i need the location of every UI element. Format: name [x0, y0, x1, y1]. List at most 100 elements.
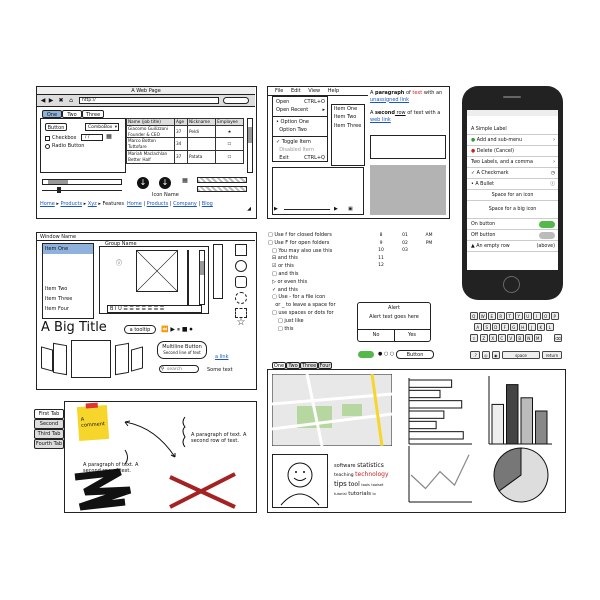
vertical-scrollbar[interactable] [247, 118, 253, 173]
list-item[interactable]: Item Three [45, 296, 73, 302]
generic-button[interactable]: Button [45, 123, 67, 131]
tree-item[interactable]: ✓ and this [272, 286, 298, 293]
list-item[interactable]: Item One [43, 244, 93, 254]
tab-three[interactable]: Three [300, 362, 318, 369]
generic-button[interactable]: Button [396, 350, 434, 359]
menu-item-option-two[interactable]: Option Two [273, 126, 327, 134]
tree-item[interactable]: □ You may also use this [272, 247, 333, 254]
breadcrumb-item[interactable]: Xyz [87, 201, 97, 207]
key-space[interactable]: space [502, 351, 540, 359]
tree-item[interactable]: □ Use F for open folders [268, 239, 330, 246]
key-y[interactable]: Y [515, 312, 523, 320]
toggle-on[interactable] [539, 221, 555, 228]
list-item[interactable]: ● Delete (Cancel) [467, 146, 558, 157]
down-arrow-circle-icon[interactable]: ↓ [159, 177, 171, 189]
multiline-button[interactable]: Multiline Button Second line of text [157, 341, 207, 359]
table-header[interactable]: Nickname [187, 118, 217, 126]
key-o[interactable]: O [542, 312, 550, 320]
fullscreen-icon[interactable]: ▣ [348, 206, 353, 212]
list-item[interactable]: A Simple Label [467, 124, 558, 135]
tree-item[interactable]: ⊟ and this [272, 255, 298, 262]
tab-two[interactable]: Two [286, 362, 300, 369]
alert-yes-button[interactable]: Yes [407, 332, 417, 338]
list-item[interactable]: ● Add and sub-menu› [467, 135, 558, 146]
breadcrumb-item[interactable]: Products [60, 201, 83, 207]
menu-help[interactable]: Help [327, 88, 340, 94]
key-s[interactable]: S [483, 323, 491, 331]
tree-item[interactable]: □ Use f for closed folders [268, 232, 332, 238]
menu-file[interactable]: File [275, 88, 284, 94]
list-item[interactable]: ✓ A Checkmark◷ [467, 168, 558, 179]
list-item[interactable]: Item Two [45, 286, 68, 292]
key-backspace[interactable]: ⌫ [554, 334, 562, 342]
key-b[interactable]: B [516, 334, 524, 342]
key-r[interactable]: R [497, 312, 505, 320]
tag[interactable]: toolset [371, 483, 384, 487]
menu-edit[interactable]: Edit [290, 88, 301, 94]
link-products[interactable]: Products [146, 201, 169, 207]
table-row[interactable]: Marco Botton Tuttofare 34 ☐ [126, 137, 244, 151]
checkbox[interactable] [45, 136, 50, 141]
tag[interactable]: software [334, 463, 356, 469]
radio-button[interactable] [45, 144, 50, 149]
tab-one[interactable]: One [42, 110, 62, 118]
link-blog[interactable]: Blog [201, 201, 213, 207]
toggle-switch[interactable] [358, 351, 374, 358]
seek-bar[interactable] [284, 209, 330, 210]
back-icon[interactable]: ◀ [40, 97, 46, 104]
key-a[interactable]: A [474, 323, 482, 331]
list-item[interactable]: Two Labels, and a comma› [467, 157, 558, 168]
tree-item[interactable]: ▷ or even this [272, 278, 308, 285]
key-j[interactable]: J [528, 323, 536, 331]
tree-item[interactable]: ▢ Use - for a file icon [272, 294, 326, 301]
key-z[interactable]: Z [480, 334, 488, 342]
menu-item-toggle[interactable]: ✓ Toggle Item [276, 138, 311, 145]
toggle-off[interactable] [539, 232, 555, 239]
web-link[interactable]: web link [370, 116, 391, 123]
key-123[interactable]: .? [470, 351, 480, 359]
home-button[interactable] [503, 276, 520, 293]
key-globe[interactable]: ◎ [482, 351, 490, 359]
tag[interactable]: technology [355, 470, 389, 478]
breadcrumb-item[interactable]: Home [40, 201, 55, 207]
help-icon[interactable]: ⓘ [115, 260, 122, 267]
key-v[interactable]: V [507, 334, 515, 342]
key-l[interactable]: L [546, 323, 554, 331]
list-item[interactable]: Space for an icon [467, 190, 558, 201]
tree-item[interactable]: □ this [278, 325, 294, 332]
table-header[interactable]: Name (job title) [126, 118, 175, 126]
tag[interactable]: tools [361, 483, 370, 487]
menu-view[interactable]: View [308, 88, 321, 94]
play-icon[interactable]: ▶ [274, 206, 278, 212]
menu-item-option-one[interactable]: • Option One [276, 118, 310, 125]
vertical-scrollbar[interactable] [199, 250, 205, 305]
list-item[interactable]: Item One [334, 106, 358, 112]
list-item[interactable]: Item Two [334, 114, 357, 121]
key-i[interactable]: I [533, 312, 541, 320]
table-row[interactable]: Mariah Maclachlan Better Half 37 Patata … [126, 150, 244, 164]
tree-item[interactable]: or _ to leave a space for [275, 302, 336, 309]
spinner[interactable] [213, 244, 223, 299]
date-field[interactable]: / / [81, 134, 103, 141]
tag[interactable]: tool [348, 481, 360, 488]
key-g[interactable]: G [510, 323, 518, 331]
tag[interactable]: tips [334, 480, 347, 488]
tab-two[interactable]: Two [62, 110, 82, 118]
table-header[interactable]: Employee [215, 118, 244, 126]
tab-fourth[interactable]: Fourth Tab [34, 439, 64, 449]
tab-first[interactable]: First Tab [34, 409, 64, 419]
list-item[interactable]: Item Three [334, 122, 362, 129]
list-item[interactable]: Off button [467, 230, 558, 241]
tab-four[interactable]: Four [318, 362, 332, 369]
link-home[interactable]: Home [127, 201, 142, 207]
link-company[interactable]: Company [173, 201, 197, 207]
search-input[interactable]: ⚲search [159, 365, 199, 373]
key-k[interactable]: K [537, 323, 545, 331]
rewind-icon[interactable]: ⏪ [161, 326, 169, 333]
list-item[interactable]: Space for a big icon [467, 201, 558, 219]
key-w[interactable]: W [479, 312, 487, 320]
volume-icon[interactable]: ▶ [334, 206, 338, 212]
